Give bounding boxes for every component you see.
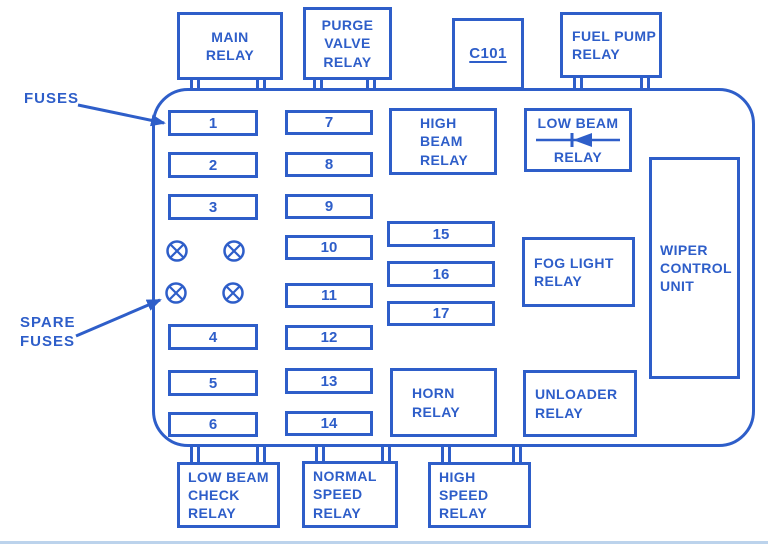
normal-speed-relay-label: NORMAL SPEED RELAY: [313, 468, 377, 521]
fuel-pump-relay-label: FUEL PUMP RELAY: [572, 27, 657, 62]
fog-light-relay-label: FOG LIGHT RELAY: [534, 254, 614, 289]
fuse-8: 8: [285, 152, 373, 177]
fuel-pump-relay-box: FUEL PUMP RELAY: [560, 12, 662, 78]
fuse-1: 1: [168, 110, 258, 136]
high-beam-relay-box: HIGH BEAM RELAY: [389, 108, 497, 175]
fuse-7: 7: [285, 110, 373, 135]
fuse-12: 12: [285, 325, 373, 350]
low-beam-check-relay-label: LOW BEAM CHECK RELAY: [188, 468, 269, 522]
horn-relay-box: HORN RELAY: [390, 368, 497, 437]
fuse-4-number: 4: [208, 328, 218, 346]
low-beam-relay-box: LOW BEAM RELAY: [524, 108, 632, 172]
fuse-10-number: 10: [320, 239, 338, 256]
high-speed-relay-label: HIGH SPEED RELAY: [439, 468, 489, 522]
fog-light-relay-box: FOG LIGHT RELAY: [522, 237, 635, 307]
high-speed-relay-box: HIGH SPEED RELAY: [428, 462, 531, 528]
fuse-11-number: 11: [321, 287, 337, 304]
wiper-control-unit-label: WIPER CONTROL UNIT: [660, 241, 733, 295]
fuse-9: 9: [285, 194, 373, 219]
fuse-15-number: 15: [432, 225, 450, 243]
connector-tab: [190, 445, 200, 463]
low-beam-check-relay-box: LOW BEAM CHECK RELAY: [177, 462, 280, 528]
spare-fuse-icon: [165, 239, 189, 263]
fuse-4: 4: [168, 324, 258, 350]
fuse-7-number: 7: [324, 114, 334, 131]
connector-tab: [315, 445, 325, 463]
main-relay-box: MAIN RELAY: [177, 12, 283, 80]
low-beam-relay-label-top: LOW BEAM: [537, 114, 619, 131]
fuse-6: 6: [168, 412, 258, 437]
fuse-5: 5: [168, 370, 258, 396]
connector-tab: [512, 445, 522, 463]
fuse-16-number: 16: [432, 265, 450, 283]
fuses-arrow: [77, 103, 166, 127]
spare-fuse-icon: [164, 281, 188, 305]
unloader-relay-label: UNLOADER RELAY: [535, 386, 618, 421]
normal-speed-relay-box: NORMAL SPEED RELAY: [302, 461, 398, 528]
low-beam-relay-label-bottom: RELAY: [553, 149, 603, 165]
fuse-13-number: 13: [320, 372, 338, 390]
connector-tab: [366, 78, 376, 92]
connector-tab: [256, 445, 266, 463]
connector-tab: [313, 78, 323, 92]
spare-fuse-icon: [222, 239, 246, 263]
fuse-12-number: 12: [320, 329, 338, 346]
fuse-3-number: 3: [208, 198, 218, 216]
main-relay-label: MAIN RELAY: [205, 28, 255, 63]
fuses-annotation-label: FUSES: [24, 90, 80, 107]
connector-tab: [381, 445, 391, 463]
connector-tab: [441, 445, 451, 463]
fuse-1-number: 1: [208, 114, 218, 132]
fuse-15: 15: [387, 221, 495, 247]
fuse-14-number: 14: [320, 415, 338, 432]
fuse-6-number: 6: [208, 416, 218, 433]
fuse-5-number: 5: [208, 374, 218, 392]
unloader-relay-box: UNLOADER RELAY: [523, 370, 637, 437]
purge-valve-relay-box: PURGE VALVE RELAY: [303, 7, 392, 80]
fuse-17-number: 17: [432, 305, 450, 322]
spare-fuses-arrow: [75, 298, 162, 338]
fuse-10: 10: [285, 235, 373, 260]
high-beam-relay-label: HIGH BEAM RELAY: [420, 115, 469, 168]
fuse-9-number: 9: [324, 198, 334, 215]
horn-relay-label: HORN RELAY: [412, 385, 461, 420]
c101-label: C101: [469, 45, 507, 63]
fuse-8-number: 8: [324, 156, 334, 173]
connector-tab: [573, 78, 583, 92]
diode-icon: [536, 133, 620, 147]
connector-tab: [256, 78, 266, 92]
fuse-16: 16: [387, 261, 495, 287]
fuse-11: 11: [285, 283, 373, 308]
spare-fuses-annotation-label: SPARE FUSES: [20, 314, 76, 350]
fuse-17: 17: [387, 301, 495, 326]
fuse-2: 2: [168, 152, 258, 178]
footer-divider: [0, 541, 768, 544]
c101-connector-box: C101: [452, 18, 524, 90]
fuse-2-number: 2: [208, 156, 218, 174]
wiper-control-unit-box: WIPER CONTROL UNIT: [649, 157, 740, 379]
spare-fuse-icon: [221, 281, 245, 305]
fuse-3: 3: [168, 194, 258, 220]
fuse-14: 14: [285, 411, 373, 436]
connector-tab: [640, 78, 650, 92]
fuse-13: 13: [285, 368, 373, 394]
connector-tab: [190, 78, 200, 92]
purge-valve-relay-label: PURGE VALVE RELAY: [321, 17, 374, 70]
